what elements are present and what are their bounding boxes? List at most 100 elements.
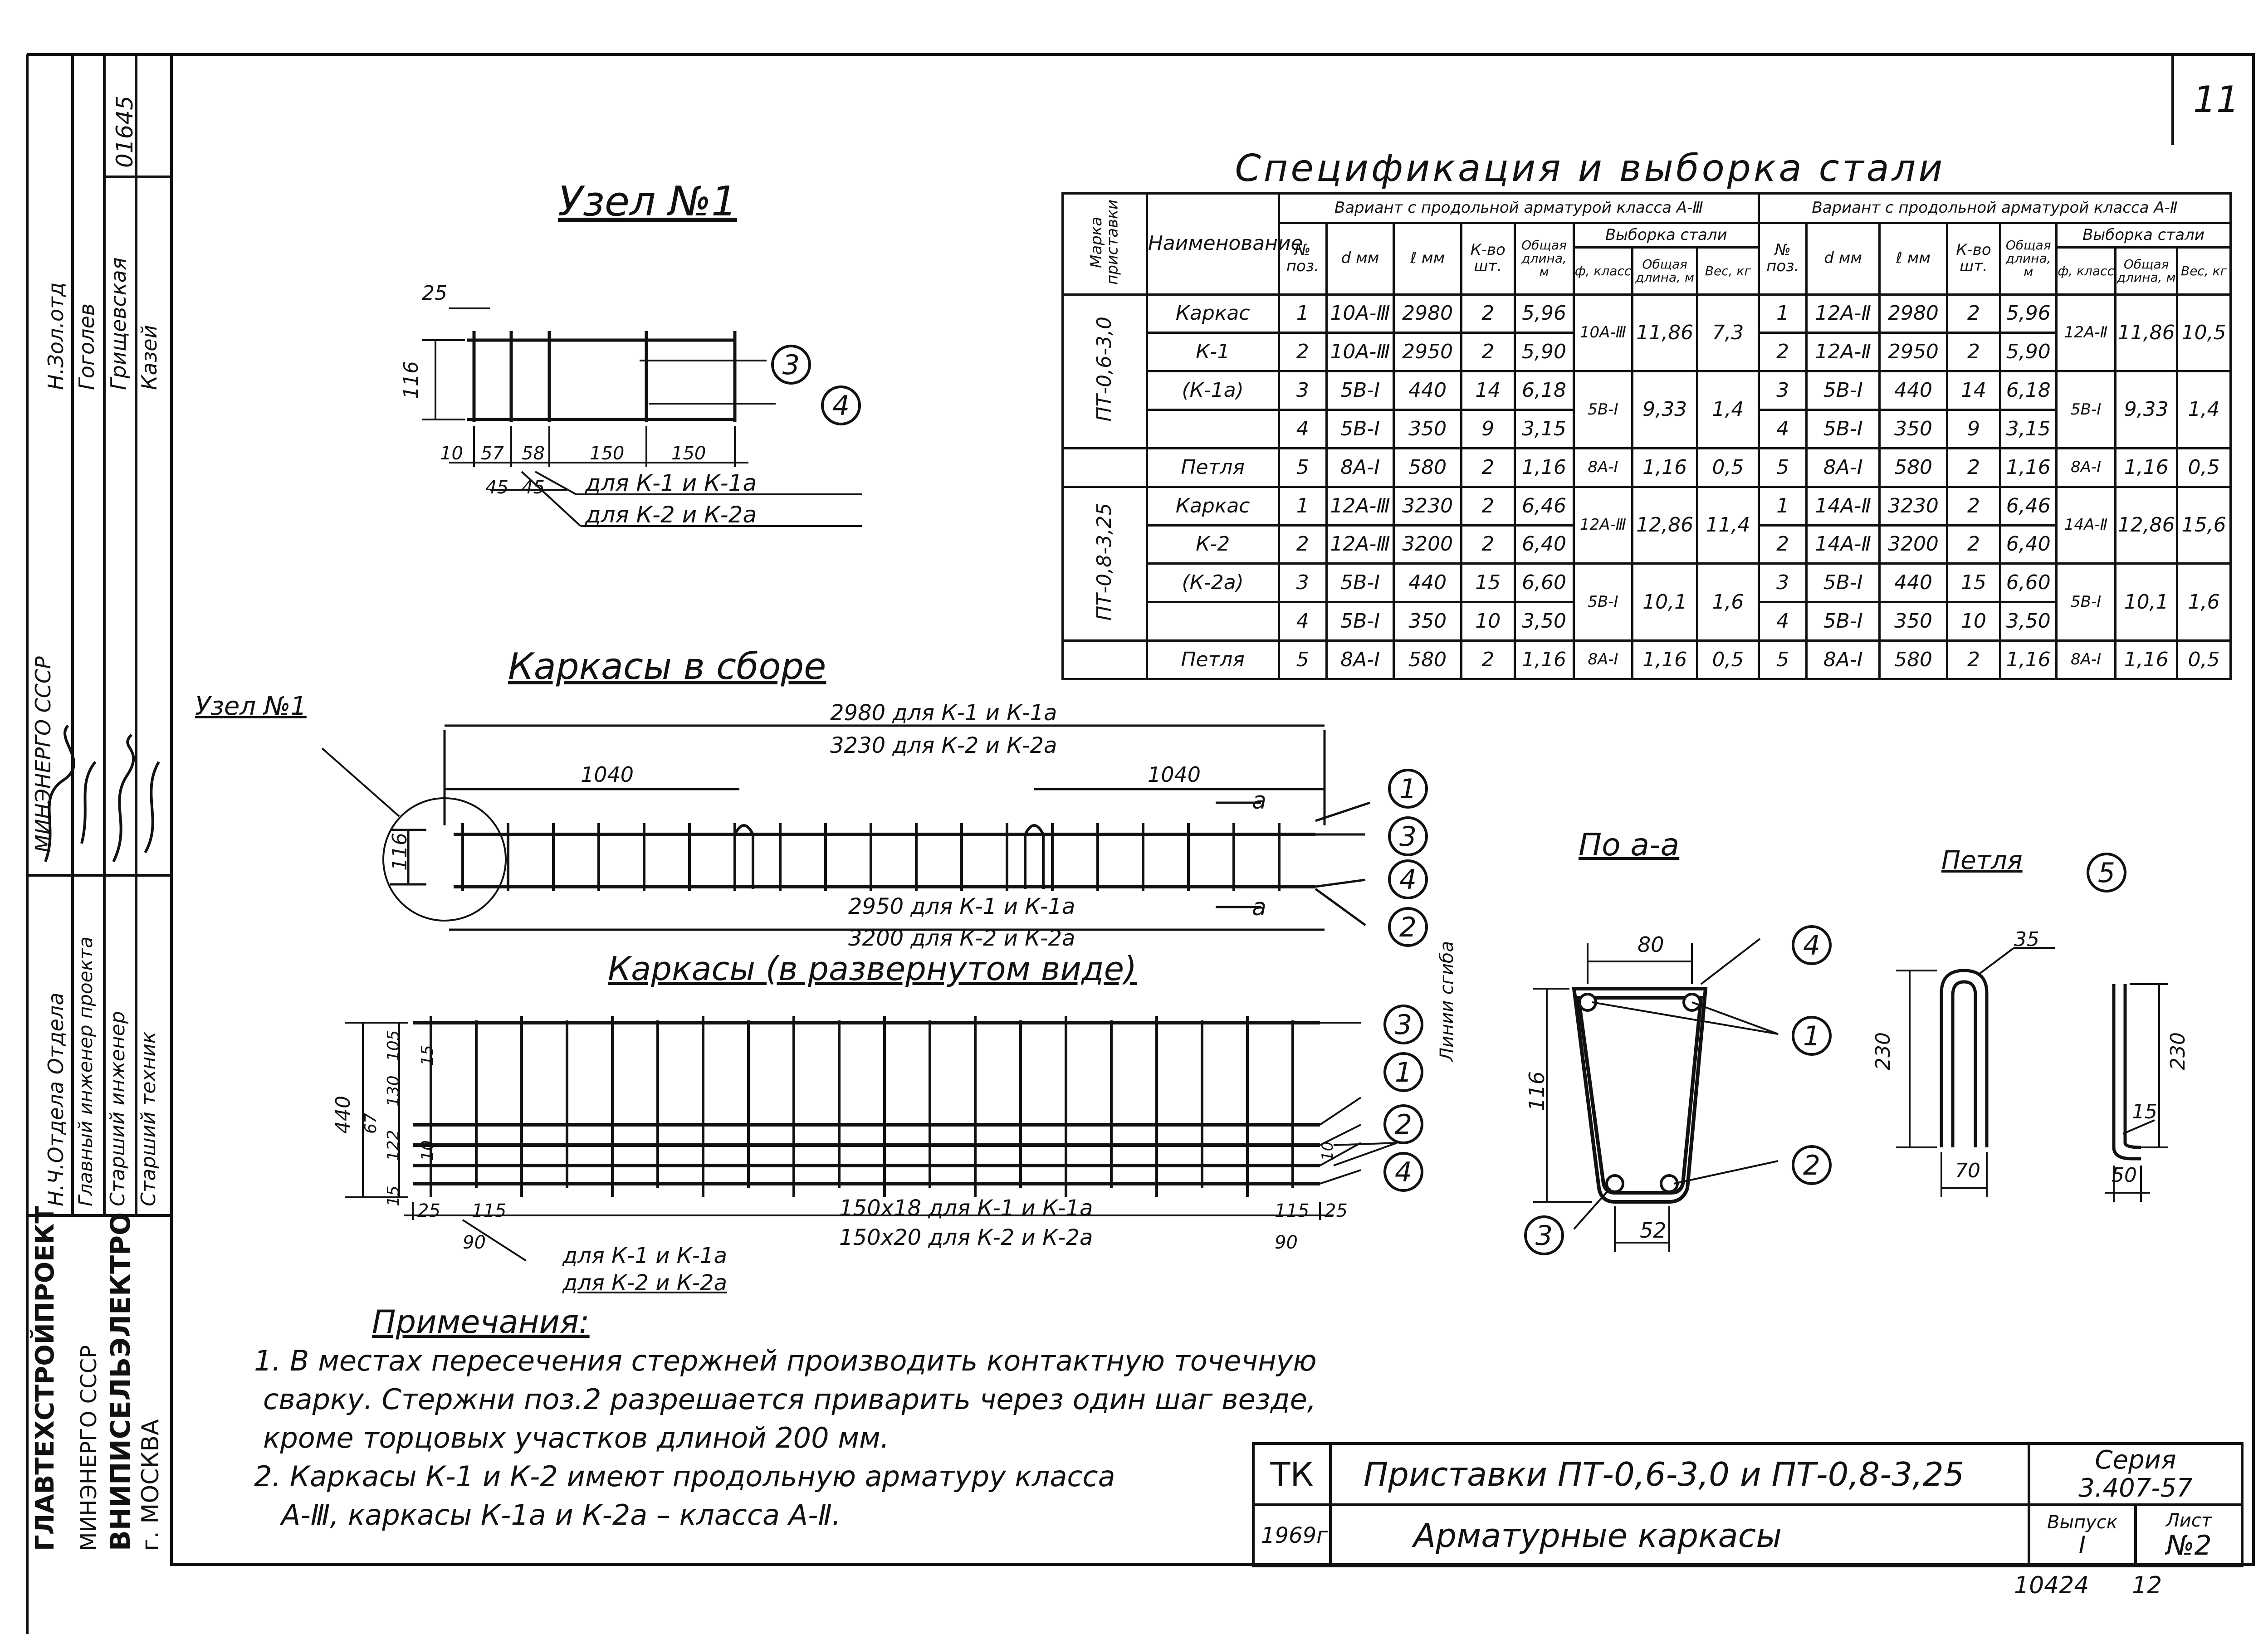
spec-d: 8А-Ⅰ xyxy=(1325,447,1395,488)
spec-qty-2: 2 xyxy=(1945,524,2002,565)
side-org-line-1b: ГЛАВТЕХСТРОЙПРОЕКТ xyxy=(30,1206,60,1551)
head-wt-3: Вес, кг xyxy=(1696,246,1760,296)
unfolded-dim-115-left: 115 xyxy=(472,1200,507,1221)
assembly-bottom-dim-1: 2950 для К-1 и К-1а xyxy=(848,894,1075,919)
spec-sample3: 10А-Ⅲ xyxy=(1572,293,1634,373)
spec-sample3: 10,1 xyxy=(1631,562,1698,642)
assembly-dim-1040-left: 1040 xyxy=(581,762,634,787)
loop-dim-15: 15 xyxy=(2132,1100,2157,1123)
spec-len-2: 2980 xyxy=(1878,293,1948,334)
spec-total: 3,50 xyxy=(1513,601,1575,642)
spec-qty-2: 2 xyxy=(1945,485,2002,527)
head-stot-3: Общая длина, м xyxy=(1631,246,1698,296)
node1-callout-4: 4 xyxy=(821,385,861,425)
spec-pos-2: 2 xyxy=(1758,524,1808,565)
node1-dim-45a: 45 xyxy=(485,477,508,498)
spec-pos-2: 3 xyxy=(1758,370,1808,411)
head-l-2: ℓ мм xyxy=(1878,221,1948,296)
unfolded-drawing xyxy=(345,1016,1398,1261)
head-l-3: ℓ мм xyxy=(1393,221,1462,296)
spec-len-2: 440 xyxy=(1878,562,1948,604)
spec-pos: 1 xyxy=(1277,293,1328,334)
head-wt-2: Вес, кг xyxy=(2176,246,2232,296)
spec-sample2: 0,5 xyxy=(2176,447,2232,488)
head-stot-2: Общая длина, м xyxy=(2114,246,2179,296)
spec-total: 5,96 xyxy=(1513,293,1575,334)
unfolded-callout-2: 2 xyxy=(1383,1104,1423,1144)
spec-d: 10А-Ⅲ xyxy=(1325,293,1395,334)
spec-sample3: 11,86 xyxy=(1631,293,1698,373)
unfolded-dim-150x18: 150х18 для К-1 и К-1а xyxy=(839,1195,1093,1221)
spec-qty-2: 2 xyxy=(1945,639,2002,680)
unfolded-dim-130: 130 xyxy=(384,1075,403,1107)
bottom-page: 12 xyxy=(2132,1572,2162,1599)
head-total-3: Общая длина, м xyxy=(1513,221,1575,296)
spec-sample3: 7,3 xyxy=(1696,293,1760,373)
spec-d-2: 5В-Ⅰ xyxy=(1805,562,1881,604)
node1-note1: для К-1 и К-1а xyxy=(585,470,757,496)
head-qty-3: К-во шт. xyxy=(1460,221,1516,296)
spec-len: 580 xyxy=(1393,639,1462,680)
spec-pos-2: 1 xyxy=(1758,485,1808,527)
series-value: 3.407-57 xyxy=(2078,1473,2193,1503)
unfolded-dim-10: 10 xyxy=(418,1140,437,1161)
section-callout-2: 2 xyxy=(1792,1145,1832,1185)
notes-title: Примечания: xyxy=(372,1303,590,1341)
spec-qty: 10 xyxy=(1460,601,1516,642)
node1-dim-57: 57 xyxy=(481,443,504,464)
node1-drawing xyxy=(422,307,862,527)
loop-title: Петля xyxy=(1941,846,2023,875)
spec-mark: ПТ-0,8-3,25 xyxy=(1061,485,1148,642)
node1-callout-3: 3 xyxy=(771,345,811,385)
notes-line-5: А-Ⅲ, каркасы К-1а и К-2а – класса А-Ⅱ. xyxy=(281,1498,841,1532)
spec-d-2: 5В-Ⅰ xyxy=(1805,409,1881,449)
bottom-inventory: 10424 xyxy=(2014,1572,2089,1599)
spec-pos-2: 1 xyxy=(1758,293,1808,334)
spec-total: 6,46 xyxy=(1513,485,1575,527)
spec-qty-2: 2 xyxy=(1945,447,2002,488)
side-org-line-3: ВНИПИСЕЛЬЭЛЕКТРО xyxy=(105,1212,137,1551)
spec-mark-text: ПТ-0,6-3,0 xyxy=(1093,317,1116,422)
side-role-3: Старший инженер xyxy=(106,1011,129,1206)
side-name-3: Казей xyxy=(137,325,161,390)
spec-pos: 2 xyxy=(1277,524,1328,565)
spec-len: 350 xyxy=(1393,601,1462,642)
side-name-1: Гоголев xyxy=(74,303,99,390)
spec-d-2: 5В-Ⅰ xyxy=(1805,601,1881,642)
assembly-top-dim-1: 2980 для К-1 и К-1а xyxy=(830,700,1057,726)
spec-d: 12А-Ⅲ xyxy=(1325,524,1395,565)
head-total-2: Общая длина, м xyxy=(1999,221,2058,296)
spec-len-2: 350 xyxy=(1878,601,1948,642)
spec-len: 3200 xyxy=(1393,524,1462,565)
assembly-node-ref: Узел №1 xyxy=(195,692,307,721)
spec-qty: 2 xyxy=(1460,485,1516,527)
loop-dim-230-right: 230 xyxy=(2166,1032,2190,1070)
spec-sample2: 14А-Ⅱ xyxy=(2055,485,2117,565)
spec-pos: 2 xyxy=(1277,332,1328,373)
section-callout-3: 3 xyxy=(1524,1215,1564,1255)
head-d-3: d мм xyxy=(1325,221,1395,296)
title-year: 1969г. xyxy=(1252,1503,1335,1567)
node1-dim-58: 58 xyxy=(522,443,545,464)
spec-sample2: 10,5 xyxy=(2176,293,2232,373)
spec-qty: 2 xyxy=(1460,293,1516,334)
spec-total: 6,40 xyxy=(1513,524,1575,565)
unfolded-dim-25-right: 25 xyxy=(1325,1200,1348,1221)
side-org-line-4: г. МОСКВА xyxy=(137,1419,164,1551)
unfolded-bend-label: Линии сгиба xyxy=(1437,941,1457,1061)
head-sample-3: Выборка стали xyxy=(1572,221,1760,249)
assembly-dim-116: 116 xyxy=(388,833,411,871)
section-dim-80: 80 xyxy=(1637,932,1664,957)
head-sample-2: Выборка стали xyxy=(2055,221,2232,249)
spec-d: 5В-Ⅰ xyxy=(1325,409,1395,449)
spec-pos-2: 5 xyxy=(1758,639,1808,680)
side-org-line-0: МИНЭНЕРГО СССР xyxy=(76,1345,102,1551)
unfolded-dim-15a: 15 xyxy=(418,1045,437,1066)
spec-qty: 14 xyxy=(1460,370,1516,411)
head-pos-2: № поз. xyxy=(1758,221,1808,296)
spec-sample2: 15,6 xyxy=(2176,485,2232,565)
spec-d-2: 8А-Ⅰ xyxy=(1805,639,1881,680)
